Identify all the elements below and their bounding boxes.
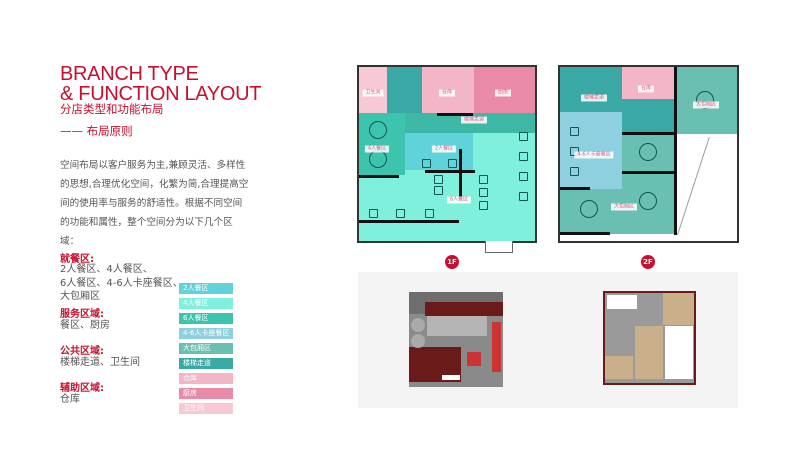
rendering-area [425, 302, 503, 316]
floor-badge-1f: 1F [445, 255, 459, 269]
floor-badge-2f: 2F [641, 255, 655, 269]
table [519, 172, 528, 181]
rendering-table [411, 318, 425, 332]
round-table [639, 192, 657, 210]
legend-item: 楼梯走道 [179, 358, 233, 369]
rendering-seats [492, 322, 501, 372]
zone-label: 大包厢区 [692, 101, 720, 109]
legend-item: 大包厢区 [179, 343, 233, 354]
rendering-room [663, 293, 694, 325]
wall [437, 113, 473, 116]
wall [359, 175, 399, 178]
zone-label: 厨房 [494, 89, 512, 97]
divider-line [677, 137, 710, 235]
zone-label: 仓库 [637, 85, 655, 93]
wall [359, 220, 459, 223]
table [422, 159, 431, 168]
page-title: BRANCH TYPE & FUNCTION LAYOUT [60, 63, 262, 105]
group-heading: 就餐区: [60, 254, 94, 265]
round-table [580, 200, 598, 218]
table [570, 127, 579, 136]
zone-label: 楼梯走道 [580, 94, 608, 102]
legend-item: 卫生间 [179, 403, 233, 414]
table [396, 209, 405, 218]
wall [622, 132, 674, 135]
rendering-seats [467, 352, 481, 366]
table [434, 186, 443, 195]
group-line: 餐区、厨房 [60, 320, 110, 331]
wall [459, 149, 462, 199]
rendering-area [442, 375, 460, 380]
zone-label: 卫生间 [362, 89, 384, 97]
intro-paragraph: 空间布局以客户服务为主,兼顾灵活、多样性的思想,合理优化空间，化繁为简,合理提高… [60, 160, 249, 247]
zone-label: 4-6人卡座餐区 [574, 151, 614, 159]
table [425, 209, 434, 218]
zone-label: 大包厢区 [610, 203, 638, 211]
rendering-area [607, 295, 637, 309]
wall [425, 170, 475, 173]
rendering-area [665, 326, 693, 379]
zone-label: 仓库 [438, 89, 456, 97]
title-line-2: & FUNCTION LAYOUT [60, 83, 262, 105]
round-table [639, 143, 657, 161]
subtitle: 分店类型和功能布局 [60, 102, 164, 116]
table [519, 192, 528, 201]
zone-stairs [560, 67, 622, 99]
wall [560, 232, 610, 235]
rendering-area [427, 316, 487, 336]
zone-label: 楼梯走道 [460, 116, 488, 124]
wall [622, 171, 674, 174]
zone-stairs [387, 67, 422, 113]
table [479, 201, 488, 210]
zone-storage [622, 67, 674, 99]
round-table [369, 121, 387, 139]
zone-label: 6人餐区 [446, 196, 472, 204]
group-line: 楼梯走道、卫生间 [60, 357, 140, 368]
legend-item: 仓库 [179, 373, 233, 384]
group-line: 2人餐区、4人餐区、 [60, 264, 153, 275]
group-line: 6人餐区、4-6人卡座餐区、 [60, 277, 183, 289]
legend-item: 4人餐区 [179, 298, 233, 309]
floor-plan-2f: 楼梯走道 仓库 大包厢区 4-6人卡座餐区 大包厢区 [558, 65, 739, 243]
group-heading: 公共区域: [60, 346, 104, 357]
rendering-table [411, 334, 425, 348]
table [570, 167, 579, 176]
group-heading: 服务区域: [60, 309, 104, 320]
round-table [696, 91, 714, 109]
floor-plan-1f: 卫生间 仓库 厨房 楼梯走道 4人餐区 2人餐区 6人餐区 [357, 65, 537, 243]
entrance-door [485, 241, 513, 253]
rendering-room [635, 326, 663, 352]
table [479, 175, 488, 184]
group-line: 仓库 [60, 394, 80, 405]
rendering-room [605, 356, 633, 379]
wall [674, 67, 677, 235]
legend-item: 6人餐区 [179, 313, 233, 324]
table [519, 152, 528, 161]
group-heading: 辅助区域: [60, 383, 104, 394]
group-line: 大包厢区 [60, 291, 100, 302]
zone-label: 2人餐区 [431, 145, 457, 153]
table [434, 175, 443, 184]
table [369, 209, 378, 218]
table [448, 159, 457, 168]
section-heading: —— 布局原则 [60, 124, 133, 138]
table [479, 188, 488, 197]
zone-label: 4人餐区 [364, 145, 390, 153]
legend-item: 厨房 [179, 388, 233, 399]
legend-item: 2人餐区 [179, 283, 233, 294]
table [519, 132, 528, 141]
wall [560, 187, 590, 190]
rendering-2f [603, 291, 696, 385]
rendering-room [635, 352, 663, 379]
title-line-1: BRANCH TYPE [60, 63, 199, 85]
group-text: 2人餐区、4人餐区、 6人餐区、4-6人卡座餐区、 大包厢区 [60, 263, 183, 304]
round-table [369, 150, 387, 168]
rendering-1f [409, 292, 503, 387]
legend-item: 4-6人卡座餐区 [179, 328, 233, 339]
